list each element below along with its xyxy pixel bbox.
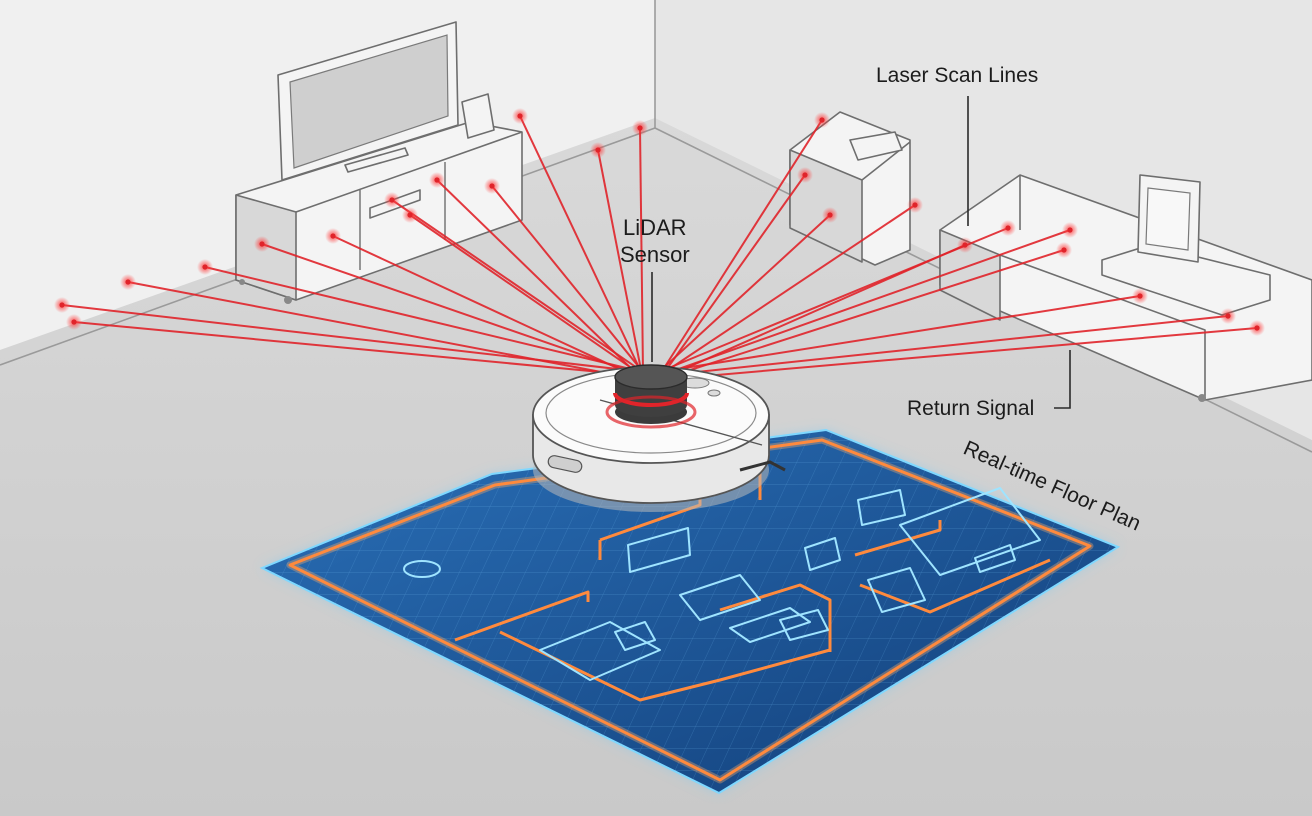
label-return-signal: Return Signal [907,350,1071,420]
laser-beam [73,321,644,377]
laser-hit-point [1005,225,1011,231]
laser-beam [658,327,1258,381]
laser-hit-point [819,117,825,123]
lidar-sensor-label-line2: Sensor [620,242,690,267]
laser-hit-point [389,197,395,203]
label-laser-scan-lines: Laser Scan Lines [876,64,1038,226]
laser-hit-point [259,241,265,247]
laser-beam [204,266,644,373]
laser-beam [332,235,644,381]
laser-beam [658,204,916,377]
laser-hit-point [1254,325,1260,331]
laser-hit-point [595,147,601,153]
floor-plan [259,428,1121,795]
laser-hit-point [1137,293,1143,299]
laser-hit-point [1061,247,1067,253]
laser-hit-point [202,264,208,270]
laser-hit-point [802,172,808,178]
laser-hit-point [912,202,918,208]
laser-hit-point [489,183,495,189]
laser-hit-point [125,279,131,285]
laser-hit-point [827,212,833,218]
laser-hit-point [1067,227,1073,233]
laser-beam [658,227,1009,373]
laser-beam [597,149,644,381]
laser-beam [639,127,644,373]
laser-beam [127,281,644,381]
side-table-right [1101,174,1271,316]
laser-scan-lines [54,108,1265,381]
laser-hit-point [434,177,440,183]
laser-beam [658,229,1071,377]
laser-hit-point [637,125,643,131]
lidar-sensor-label-line1: LiDAR [623,215,687,240]
laser-hit-point [407,212,413,218]
laser-beam [658,315,1229,377]
label-lidar-sensor: LiDAR Sensor [620,215,690,362]
return-signal-label: Return Signal [907,397,1034,420]
laser-hit-point [517,113,523,119]
laser-beam [491,185,644,373]
laser-beam [436,179,644,381]
laser-hit-point [1225,313,1231,319]
sofa-icon [939,174,1312,402]
laser-scan-lines-label: Laser Scan Lines [876,64,1038,87]
robot-vacuum-icon [532,366,786,512]
laser-hit-point [59,302,65,308]
laser-beam [658,249,1065,381]
television-icon [277,21,495,181]
laser-hit-point [71,319,77,325]
tv-stand [235,121,523,304]
laser-beam [519,115,644,377]
floor-plan-walls [288,438,1092,782]
laser-beam [409,214,644,377]
laser-beam [658,174,806,381]
laser-beam [658,119,823,377]
laser-beam [658,295,1141,373]
laser-beam [658,214,831,373]
laser-beam [391,199,644,373]
floor-plan-furniture [403,487,1041,681]
laser-hit-point [330,233,336,239]
laser-beam [261,243,644,377]
lidar-turret-icon [605,364,697,429]
